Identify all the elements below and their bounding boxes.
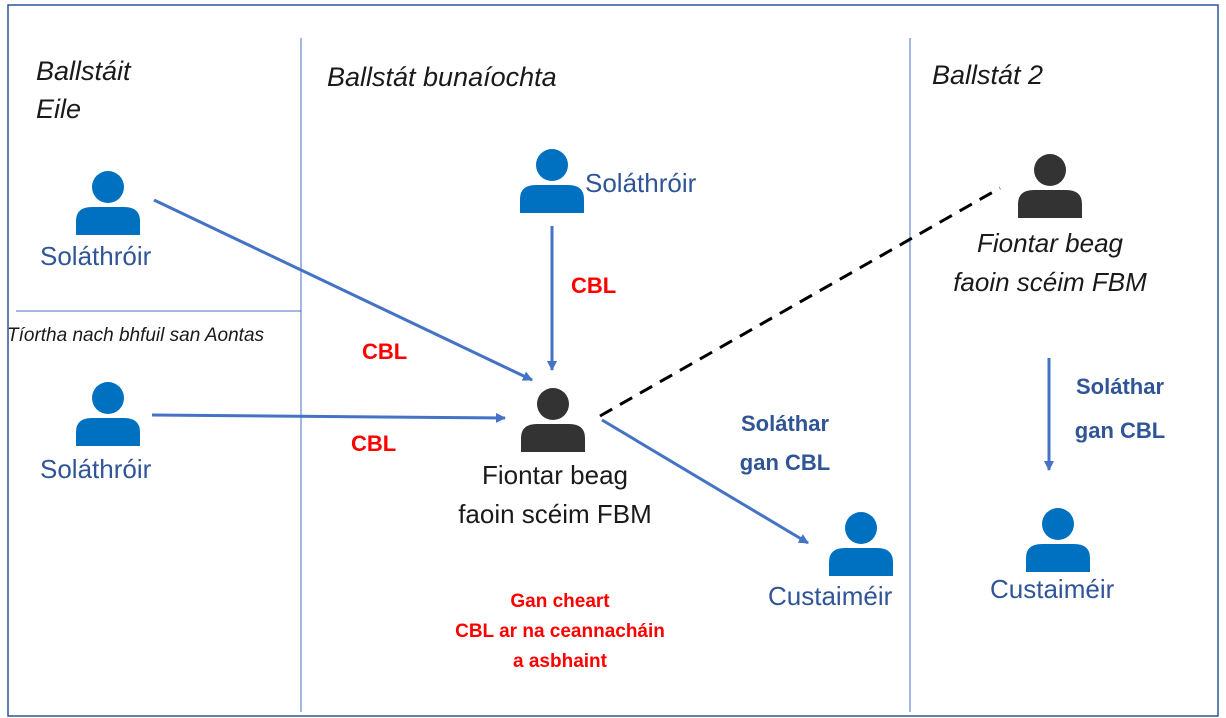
arrow-other-ms-to-enterprise [153, 198, 533, 382]
dashed-link-enterprises [599, 186, 1001, 418]
arrow-non-eu-to-enterprise [151, 412, 506, 423]
arrow-enterprise-to-customer [601, 418, 809, 545]
customer-establishment-icon [829, 512, 893, 576]
outer-frame [7, 4, 1219, 717]
note-no-deduction-line1: Gan cheart [510, 591, 610, 612]
region-other-ms-line1: Ballstáit [36, 56, 131, 86]
supply-without-vat-line2: gan CBL [739, 450, 831, 475]
supply-without-vat-ms2-line1: Soláthar [1075, 374, 1165, 399]
supplier-non-eu-icon [76, 382, 140, 446]
supply-without-vat-ms2-line2: gan CBL [1074, 418, 1166, 443]
small-enterprise-label-line1: Fiontar beag [482, 460, 628, 490]
region-other-ms-line2: Eile [36, 94, 82, 124]
vat-label-non-eu: CBL [351, 431, 397, 456]
note-no-deduction-line2: CBL ar na ceannacháin [455, 621, 665, 642]
small-enterprise-label-line2: faoin scéim FBM [458, 499, 652, 529]
vat-label-establishment: CBL [571, 273, 617, 298]
supplier-other-ms-label: Soláthróir [40, 241, 152, 271]
region-non-eu: Tíortha nach bhfuil san Aontas [7, 325, 265, 346]
supplier-establishment-label: Soláthróir [585, 168, 697, 198]
small-enterprise-ms2-icon [1018, 154, 1082, 218]
supplier-non-eu-label: Soláthróir [40, 454, 152, 484]
customer-establishment-label: Custaiméir [768, 581, 893, 611]
small-enterprise-ms2-label-line1: Fiontar beag [977, 228, 1123, 258]
vat-label-other-ms: CBL [362, 339, 408, 364]
customer-ms2-icon [1026, 508, 1090, 572]
supplier-establishment-icon [520, 149, 584, 213]
supplier-other-ms-icon [76, 171, 140, 235]
region-ms2: Ballstát 2 [932, 60, 1044, 90]
region-establishment: Ballstát bunaíochta [327, 62, 557, 92]
small-enterprise-ms2-label-line2: faoin scéim FBM [953, 267, 1147, 297]
small-enterprise-icon [521, 388, 585, 452]
note-no-deduction-line3: a asbhaint [513, 651, 607, 672]
supply-without-vat-line1: Soláthar [740, 411, 830, 436]
customer-ms2-label: Custaiméir [990, 574, 1115, 604]
